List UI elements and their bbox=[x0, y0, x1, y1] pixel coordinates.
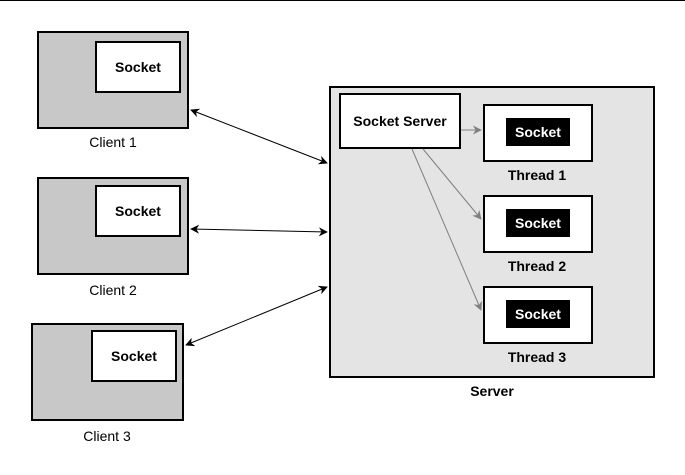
thread-3-label: Thread 3 bbox=[507, 349, 567, 365]
dispatch-thread-3-arrow bbox=[411, 148, 482, 311]
thread-1-box: Socket bbox=[483, 104, 593, 162]
client-1-socket: Socket bbox=[95, 41, 181, 93]
dispatch-thread-2-arrow bbox=[422, 148, 482, 220]
client-2-socket: Socket bbox=[95, 185, 181, 237]
thread-3-box: Socket bbox=[483, 286, 593, 344]
socket-server-box: Socket Server bbox=[339, 93, 461, 149]
thread-1-socket: Socket bbox=[506, 118, 570, 146]
client-1-server-arrow bbox=[190, 108, 328, 165]
client-1-label: Client 1 bbox=[89, 134, 137, 150]
client-3-label: Client 3 bbox=[83, 428, 131, 444]
thread-2-label: Thread 2 bbox=[507, 258, 567, 274]
thread-3-socket: Socket bbox=[506, 300, 570, 328]
server-label: Server bbox=[470, 383, 514, 399]
top-border-line bbox=[0, 0, 685, 1]
thread-2-socket: Socket bbox=[506, 209, 570, 237]
client-2-server-arrow bbox=[190, 224, 328, 237]
client-3-server-arrow bbox=[185, 285, 328, 347]
client-2-label: Client 2 bbox=[89, 282, 137, 298]
thread-2-box: Socket bbox=[483, 195, 593, 253]
client-3-socket: Socket bbox=[91, 330, 177, 382]
thread-1-label: Thread 1 bbox=[507, 167, 567, 183]
